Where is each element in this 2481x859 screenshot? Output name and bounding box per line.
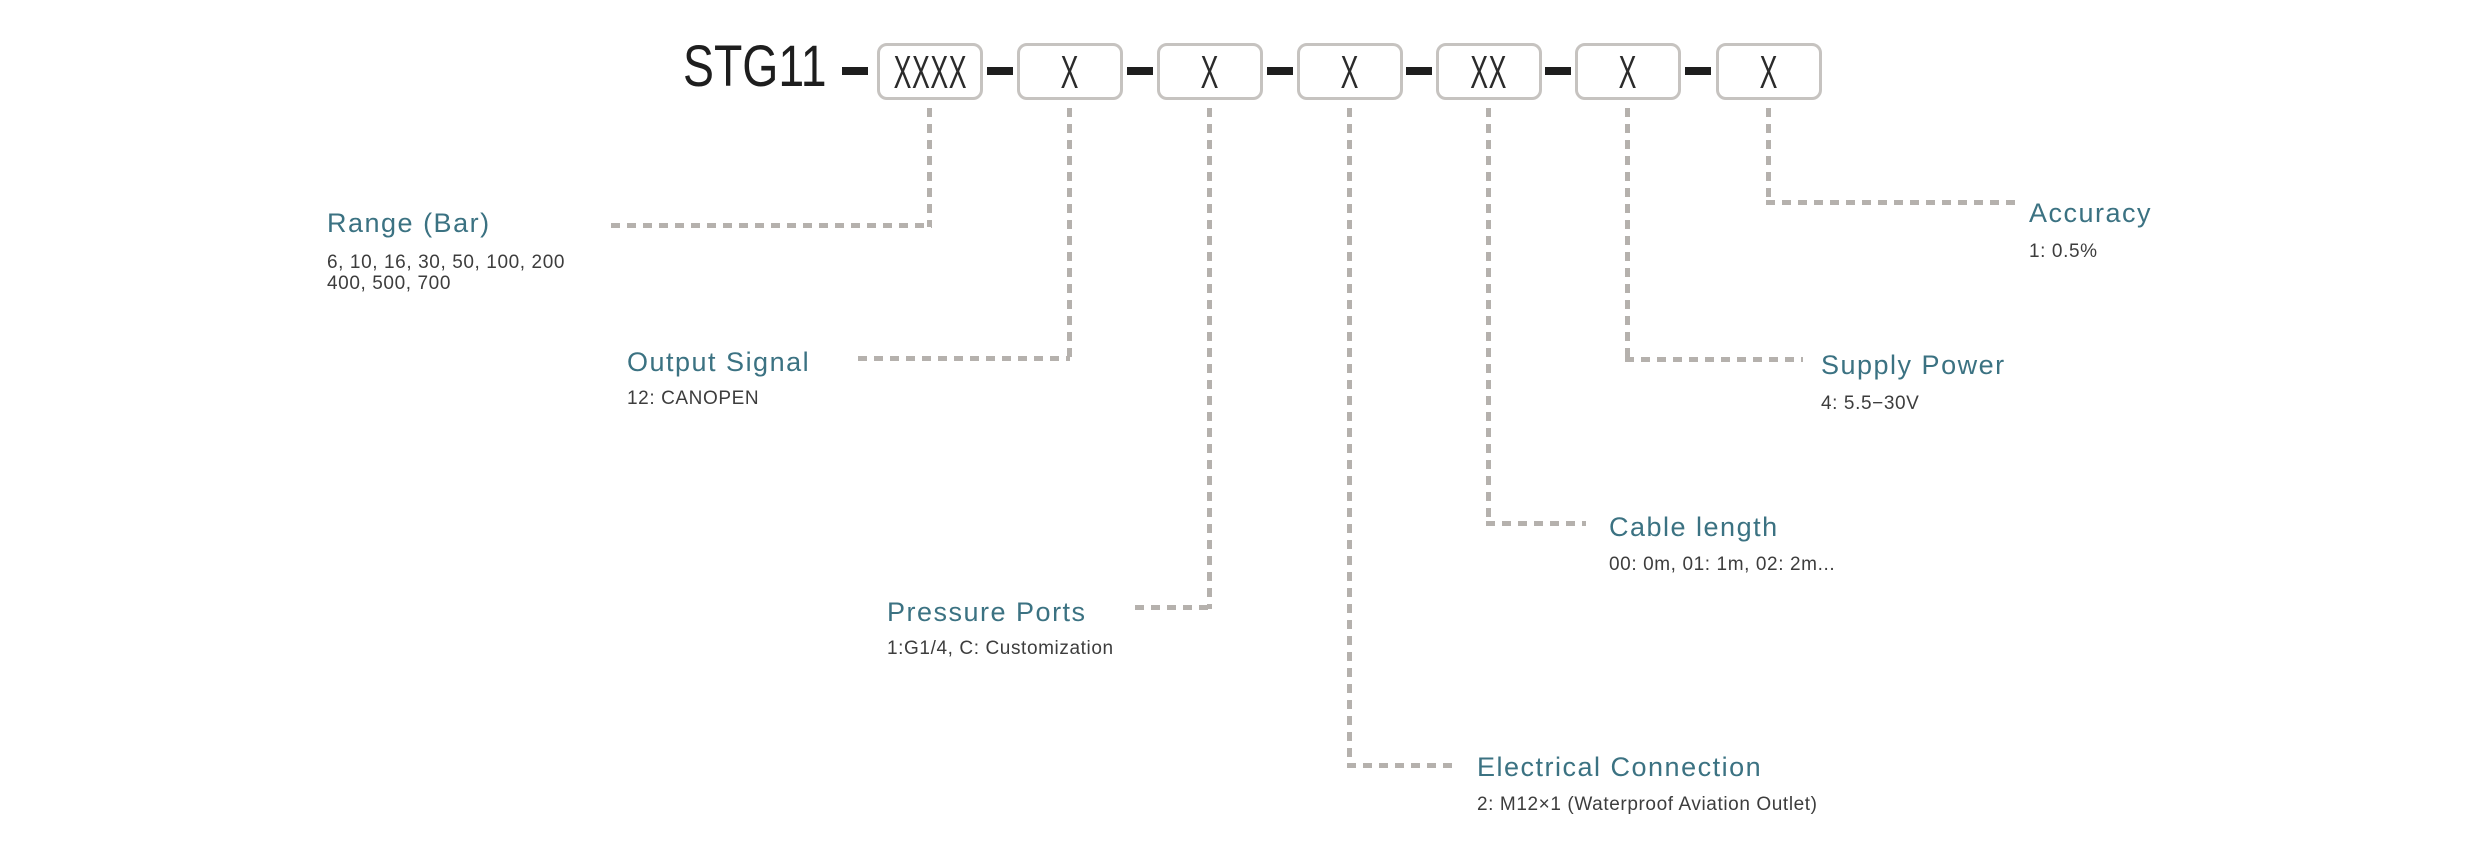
supply-power-desc: 4: 5.5−30V xyxy=(1821,393,1919,414)
separator-dash xyxy=(987,67,1013,75)
output-signal-label: Output Signal xyxy=(627,347,811,377)
range-connector-vertical xyxy=(927,108,932,227)
code-segment-box-accuracy: X xyxy=(1716,43,1822,100)
model-prefix: STG11 xyxy=(683,34,827,99)
accuracy-label: Accuracy xyxy=(2029,198,2153,228)
range-desc-line: 6, 10, 16, 30, 50, 100, 200 xyxy=(327,252,566,273)
pressure-ports-connector-vertical xyxy=(1207,108,1212,609)
supply-power-label: Supply Power xyxy=(1821,350,2006,380)
separator-dash xyxy=(1685,67,1711,75)
cable-length-desc-line: 00: 0m, 01: 1m, 02: 2m... xyxy=(1609,554,1836,575)
code-segment-box-cable-length: XX xyxy=(1436,43,1542,100)
electrical-connection-label: Electrical Connection xyxy=(1477,752,1763,782)
range-desc: 6, 10, 16, 30, 50, 100, 200 400, 500, 70… xyxy=(327,252,565,294)
cable-length-connector-vertical xyxy=(1486,108,1491,525)
pressure-ports-label: Pressure Ports xyxy=(887,597,1087,627)
cable-length-connector-horizontal xyxy=(1486,521,1586,526)
accuracy-desc: 1: 0.5% xyxy=(2029,241,2098,262)
separator-dash xyxy=(1545,67,1571,75)
separator-dash xyxy=(1406,67,1432,75)
accuracy-connector-vertical xyxy=(1766,108,1771,204)
code-segment-text: X xyxy=(1340,45,1360,98)
electrical-connection-connector-vertical xyxy=(1347,108,1352,767)
output-signal-connector-vertical xyxy=(1067,108,1072,360)
output-signal-desc: 12: CANOPEN xyxy=(627,388,759,409)
cable-length-label: Cable length xyxy=(1609,512,1779,542)
electrical-connection-connector-horizontal xyxy=(1347,763,1455,768)
code-segment-text: X xyxy=(1200,45,1220,98)
range-connector-horizontal xyxy=(611,223,932,228)
accuracy-connector-horizontal xyxy=(1766,200,2018,205)
code-segment-text: X xyxy=(1759,45,1779,98)
supply-power-connector-horizontal xyxy=(1625,357,1803,362)
separator-dash xyxy=(842,67,868,75)
output-signal-connector-horizontal xyxy=(858,356,1070,361)
code-segment-text: X xyxy=(1060,45,1080,98)
electrical-connection-desc: 2: M12×1 (Waterproof Aviation Outlet) xyxy=(1477,794,1818,815)
range-desc-line: 400, 500, 700 xyxy=(327,273,452,294)
code-segment-box-supply-power: X xyxy=(1575,43,1681,100)
code-segment-text: XXXX xyxy=(893,45,967,98)
code-segment-box-electrical-connection: X xyxy=(1297,43,1403,100)
code-segment-box-pressure-ports: X xyxy=(1157,43,1263,100)
range-label: Range (Bar) xyxy=(327,208,491,238)
code-segment-text: XX xyxy=(1470,45,1508,98)
code-segment-box-range: XXXX xyxy=(877,43,983,100)
accuracy-desc-line: 1: 0.5% xyxy=(2029,241,2098,262)
pressure-ports-desc: 1:G1/4, C: Customization xyxy=(887,638,1114,659)
separator-dash xyxy=(1267,67,1293,75)
pressure-ports-connector-horizontal xyxy=(1135,605,1212,610)
output-signal-desc-line: 12: CANOPEN xyxy=(627,388,760,409)
pressure-ports-desc-line: 1:G1/4, C: Customization xyxy=(887,638,1114,659)
code-segment-text: X xyxy=(1618,45,1638,98)
code-segment-box-output-signal: X xyxy=(1017,43,1123,100)
separator-dash xyxy=(1127,67,1153,75)
supply-power-connector-vertical xyxy=(1625,108,1630,361)
supply-power-desc-line: 4: 5.5−30V xyxy=(1821,393,1920,414)
cable-length-desc: 00: 0m, 01: 1m, 02: 2m... xyxy=(1609,554,1835,575)
electrical-connection-desc-line: 2: M12×1 (Waterproof Aviation Outlet) xyxy=(1477,794,1818,815)
